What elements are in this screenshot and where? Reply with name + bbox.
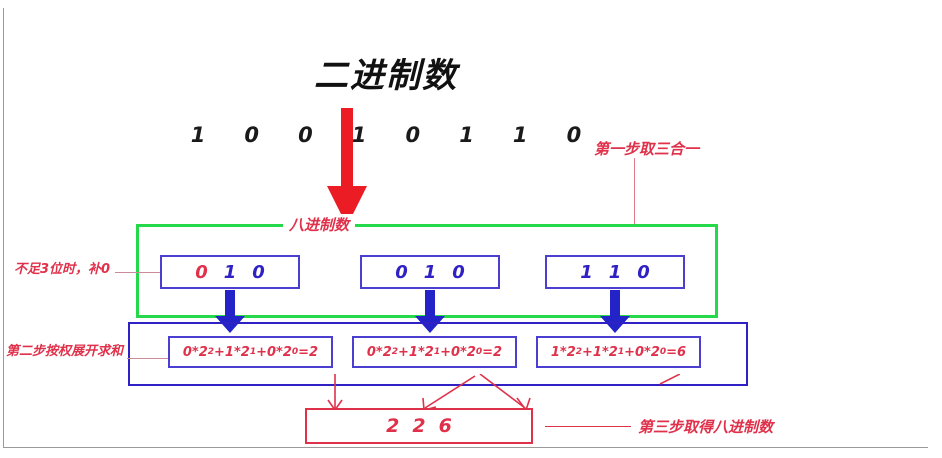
bit-digit: 0: [637, 261, 650, 283]
binary-digit: 0: [405, 123, 421, 147]
bit-digit: 0: [452, 261, 465, 283]
page-frame-bottom-line: [3, 447, 928, 448]
bit-group-box: 0 1 0: [360, 255, 500, 289]
formula-term: 0*2: [182, 344, 208, 360]
result-digit: 6: [438, 415, 452, 437]
weighted-expansion-box: [128, 322, 748, 386]
binary-digit: 0: [298, 123, 313, 147]
bit-digit: 0: [395, 261, 408, 283]
formula-exponent: 1: [433, 347, 441, 357]
step1-label: 第一步取三合一: [594, 140, 700, 158]
formula-term: +0*2: [440, 344, 476, 360]
binary-digit: 1: [190, 123, 206, 147]
formula-term: 0*2: [366, 344, 392, 360]
step3-leader-line: [545, 426, 631, 427]
binary-digit: 1: [351, 123, 367, 147]
formula-exponent: 0: [291, 347, 299, 357]
red-down-arrow-icon: [327, 108, 367, 226]
formula-term: 1*2: [550, 344, 576, 360]
pad-zero-note-leader-line: [115, 272, 162, 273]
formula-term: +1*2: [214, 344, 250, 360]
binary-digit: 1: [459, 123, 474, 147]
binary-digits-row: 1 0 0 1 0 1 1 0: [186, 123, 586, 147]
page-frame-left-line: [3, 8, 4, 448]
formula-exponent: 0: [659, 347, 667, 357]
step3-label: 第三步取得八进制数: [638, 418, 774, 436]
formula-result: =2: [298, 344, 319, 360]
formula-exponent: 2: [391, 347, 399, 357]
bit-digit: 1: [580, 261, 593, 283]
bit-digit-padded: 0: [195, 261, 208, 283]
formula-term: +0*2: [624, 344, 660, 360]
bit-group-box: 0 1 0: [160, 255, 300, 289]
formula-exponent: 1: [617, 347, 625, 357]
formula-term: +1*2: [398, 344, 434, 360]
binary-digit: 0: [566, 123, 582, 147]
result-box: 2 2 6: [305, 408, 533, 444]
bit-digit: 0: [252, 261, 265, 283]
step2-label: 第二步按权展开求和: [6, 344, 124, 359]
page-title: 二进制数: [314, 56, 458, 96]
result-digit: 2: [386, 415, 400, 437]
step2-leader-line: [127, 358, 169, 359]
formula-term: +0*2: [256, 344, 292, 360]
bit-digit: 1: [223, 261, 237, 283]
formula-result: =2: [482, 344, 503, 360]
formula-exponent: 1: [249, 347, 257, 357]
formula-result: =6: [666, 344, 687, 360]
bit-group-box: 1 1 0: [545, 255, 685, 289]
bit-digit: 1: [423, 261, 437, 283]
formula-exponent: 2: [575, 347, 583, 357]
result-digit: 2: [412, 415, 426, 437]
formula-exponent: 0: [475, 347, 483, 357]
binary-digit: 0: [244, 123, 260, 147]
step1-leader-line: [634, 158, 635, 226]
binary-digit: 1: [512, 123, 528, 147]
bit-digit: 1: [608, 261, 622, 283]
pad-zero-note: 不足3位时，补0: [14, 262, 111, 277]
formula-term: +1*2: [582, 344, 618, 360]
octal-label: 八进制数: [283, 214, 356, 235]
formula-exponent: 2: [207, 347, 215, 357]
